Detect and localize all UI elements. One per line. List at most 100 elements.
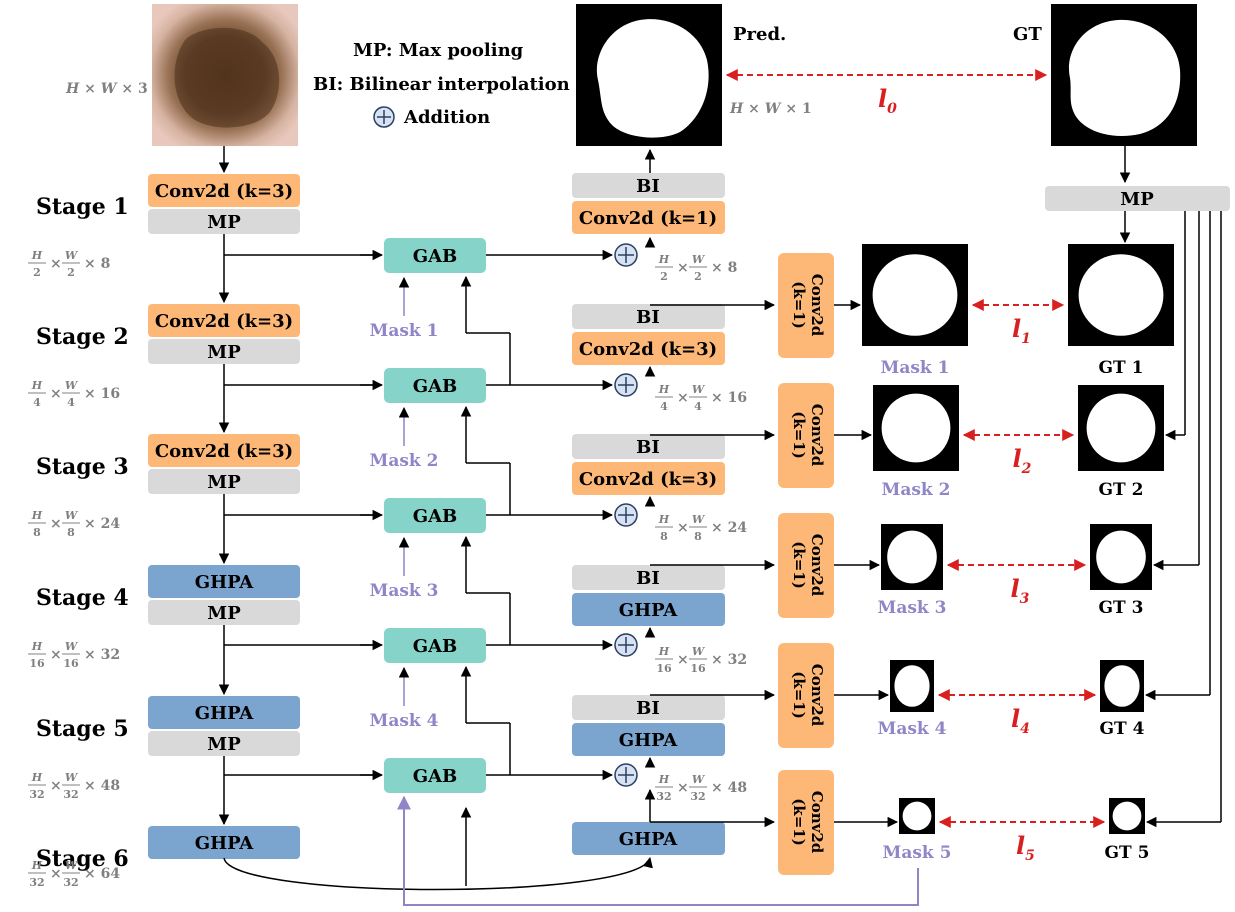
encoder-block-label: GHPA xyxy=(195,833,255,854)
gab-label: GAB xyxy=(413,376,458,397)
addition-icon xyxy=(614,503,638,527)
legend-bi: BI: Bilinear interpolation xyxy=(313,74,570,95)
svg-text:2: 2 xyxy=(67,266,75,279)
addition-icon xyxy=(614,243,638,267)
decoder-bi xyxy=(572,173,725,198)
gab-mask-label: Mask 1 xyxy=(370,321,439,341)
decoder-dim: H8×W8× 24 xyxy=(655,513,747,543)
svg-text:4: 4 xyxy=(33,396,41,409)
encoder-pool xyxy=(148,731,300,756)
svg-text:W: W xyxy=(65,249,79,262)
mask-label: Mask 3 xyxy=(878,598,947,618)
stage-label: Stage 5 xyxy=(36,716,129,742)
svg-text:H: H xyxy=(31,640,43,653)
svg-text:W: W xyxy=(692,773,706,786)
input-image xyxy=(152,4,298,146)
side-conv-label: Conv2d(k=1) xyxy=(790,664,826,727)
encoder-pool-label: MP xyxy=(207,342,241,363)
decoder-dim: H2×W2× 8 xyxy=(655,253,737,283)
gt-maxpool-label: MP xyxy=(1120,189,1154,210)
encoder-pool xyxy=(148,600,300,625)
side-conv-label: Conv2d(k=1) xyxy=(790,274,826,337)
decoder-bi xyxy=(572,565,725,590)
side-conv-label: Conv2d(k=1) xyxy=(790,791,826,854)
svg-text:×: × xyxy=(677,260,689,276)
encoder-block xyxy=(148,304,300,337)
loss-0: l0 xyxy=(878,84,897,117)
pred-dim: H × W × 1 xyxy=(729,101,812,117)
gab-block xyxy=(384,498,486,533)
decoder-dim: H32×W32× 48 xyxy=(655,773,747,803)
svg-text:×: × xyxy=(677,652,689,668)
addition-icon xyxy=(614,373,638,397)
encoder-block xyxy=(148,174,300,207)
svg-text:×: × xyxy=(50,647,62,663)
decoder-block-label: GHPA xyxy=(619,829,679,850)
mask-label: Mask 2 xyxy=(882,480,951,500)
side-conv xyxy=(778,643,834,748)
decoder-block xyxy=(572,822,725,855)
side-conv-label: Conv2d(k=1) xyxy=(790,534,826,597)
loss-label: l3 xyxy=(1011,574,1030,607)
encoder-block-label: Conv2d (k=3) xyxy=(155,181,293,202)
svg-text:l0: l0 xyxy=(878,84,897,117)
input-dim: H × W × 3 xyxy=(65,81,148,97)
decoder-dim: H4×W4× 16 xyxy=(655,383,747,413)
svg-text:W: W xyxy=(692,383,706,396)
addition-icon xyxy=(373,106,395,128)
svg-text:H: H xyxy=(658,645,670,658)
encoder-block xyxy=(148,565,300,598)
svg-text:×: × xyxy=(677,780,689,796)
gab-label: GAB xyxy=(413,636,458,657)
svg-text:8: 8 xyxy=(694,530,702,543)
decoder-bi xyxy=(572,695,725,720)
svg-text:W: W xyxy=(692,645,706,658)
svg-text:×: × xyxy=(50,866,62,882)
legend-mp: MP: Max pooling xyxy=(353,40,524,61)
svg-text:W: W xyxy=(65,771,79,784)
decoder-block-label: Conv2d (k=3) xyxy=(579,339,717,360)
loss-label: l1 xyxy=(1012,314,1031,347)
decoder-dim: H16×W16× 32 xyxy=(655,645,747,675)
stage-label: Stage 4 xyxy=(36,585,129,611)
svg-text:H: H xyxy=(658,513,670,526)
loss-label: l5 xyxy=(1016,831,1035,864)
stage-dim: H2×W2× 8 xyxy=(28,249,110,279)
svg-text:× 24: × 24 xyxy=(84,516,120,532)
svg-text:×: × xyxy=(50,778,62,794)
mask-label: Mask 5 xyxy=(883,843,952,863)
stage-label: Stage 1 xyxy=(36,194,129,220)
decoder-block-label: GHPA xyxy=(619,730,679,751)
stage-dim: H4×W4× 16 xyxy=(28,379,120,409)
gt-label: GT 4 xyxy=(1100,719,1145,739)
svg-text:8: 8 xyxy=(660,530,668,543)
svg-text:8: 8 xyxy=(67,526,75,539)
side-conv xyxy=(778,383,834,488)
decoder-bi xyxy=(572,434,725,459)
encoder-pool-label: MP xyxy=(207,472,241,493)
svg-text:× 24: × 24 xyxy=(711,520,747,536)
gt-maxpool-box xyxy=(1045,186,1230,211)
svg-text:× 48: × 48 xyxy=(711,780,747,796)
encoder-pool xyxy=(148,209,300,234)
svg-text:W: W xyxy=(65,509,79,522)
stage-dim: H32×W32× 48 xyxy=(28,771,120,801)
svg-text:×: × xyxy=(677,520,689,536)
gt-label: GT 5 xyxy=(1105,843,1150,863)
svg-text:32: 32 xyxy=(63,788,78,801)
decoder-bi-label: BI xyxy=(636,568,660,589)
encoder-pool xyxy=(148,339,300,364)
encoder-pool-label: MP xyxy=(207,212,241,233)
svg-text:2: 2 xyxy=(694,270,702,283)
decoder-block xyxy=(572,462,725,495)
svg-text:16: 16 xyxy=(29,657,45,670)
gab-label: GAB xyxy=(413,506,458,527)
gab-mask-label: Mask 2 xyxy=(370,451,439,471)
encoder-block-label: GHPA xyxy=(195,703,255,724)
svg-text:W: W xyxy=(65,640,79,653)
mask-label: Mask 1 xyxy=(881,358,950,378)
decoder-bi-label: BI xyxy=(636,307,660,328)
mask-label: Mask 4 xyxy=(878,719,947,739)
pred-image xyxy=(576,4,722,146)
